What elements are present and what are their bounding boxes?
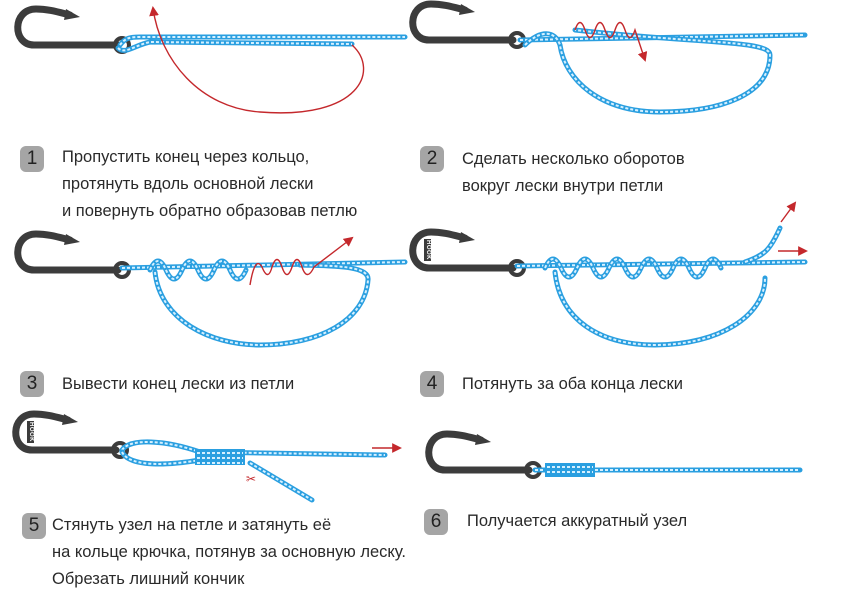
step-number-badge: 3 <box>20 371 44 397</box>
step-4-text: Потянуть за оба конца лески <box>462 371 683 398</box>
step-1-text: Пропустить конец через кольцо, протянуть… <box>62 144 357 225</box>
step-number-badge: 5 <box>22 513 46 539</box>
step-number-badge: 6 <box>424 509 448 535</box>
step-3-text: Вывести конец лески из петли <box>62 371 294 398</box>
step-3-illustration <box>18 234 408 348</box>
direction-arrow <box>574 21 648 62</box>
direction-arrow <box>149 6 365 114</box>
text-line: и повернуть обратно образовав петлю <box>62 202 358 220</box>
knot <box>545 463 595 477</box>
step-6-illustration <box>429 434 803 477</box>
step-5-illustration: ✂ <box>16 414 402 503</box>
text-line: Сделать несколько оборотов <box>462 150 685 168</box>
hook-label: HOOK <box>27 421 34 443</box>
direction-arrow <box>249 236 354 286</box>
text-line: Вывести конец лески из петли <box>62 375 295 393</box>
hook-icon <box>18 9 129 52</box>
step-4-illustration <box>413 201 808 348</box>
text-line: Пропустить конец через кольцо, <box>62 148 310 166</box>
text-line: Получается аккуратный узел <box>467 512 688 530</box>
text-line: Обрезать лишний кончик <box>52 570 245 588</box>
step-number-badge: 4 <box>420 371 444 397</box>
hook-icon <box>429 434 540 477</box>
step-number-badge: 2 <box>420 146 444 172</box>
step-2-illustration <box>413 4 808 115</box>
scissors-icon: ✂ <box>246 472 256 486</box>
step-number-badge: 1 <box>20 146 44 172</box>
text-line: вокруг лески внутри петли <box>462 177 664 195</box>
text-line: протянуть вдоль основной лески <box>62 175 314 193</box>
text-line: Стянуть узел на петле и затянуть её <box>52 516 332 534</box>
text-line: Потянуть за оба конца лески <box>462 375 683 393</box>
step-1-illustration <box>18 6 408 114</box>
direction-arrow <box>780 201 797 223</box>
step-6-text: Получается аккуратный узел <box>467 508 687 535</box>
text-line: на кольце крючка, потянув за основную ле… <box>52 543 406 561</box>
step-5-text: Стянуть узел на петле и затянуть её на к… <box>52 512 406 593</box>
hook-icon <box>413 4 524 47</box>
hook-icon <box>18 234 129 277</box>
step-2-text: Сделать несколько оборотов вокруг лески … <box>462 146 685 200</box>
hook-label: HOOK <box>424 239 431 261</box>
